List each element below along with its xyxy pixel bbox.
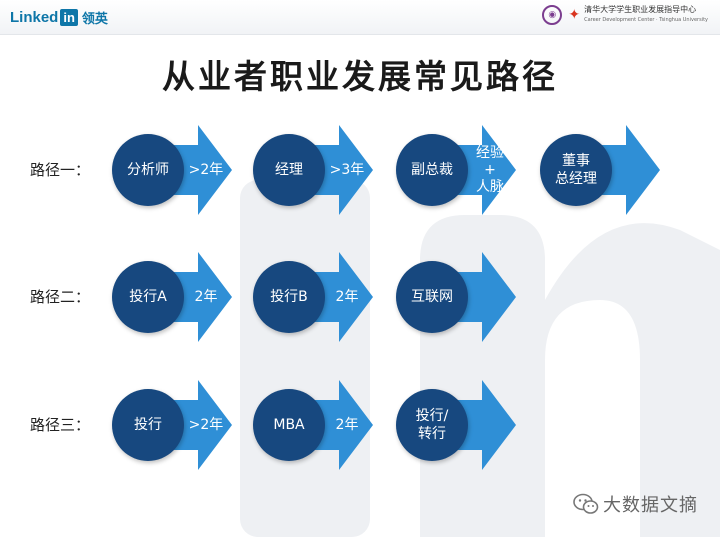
linkedin-chinese-name: 领英: [81, 11, 108, 27]
path-2-step-3: 互联网: [396, 252, 516, 342]
university-seal-icon: ◉: [542, 5, 563, 25]
path-label-3: 路径三：: [30, 416, 91, 434]
step-circle: 副总裁: [396, 134, 468, 206]
path-row-1: 分析师>2年经理>3年副总裁经验+人脉董事总经理: [0, 125, 720, 235]
step-circle: 投行/转行: [396, 389, 468, 461]
path-row-2: 投行A 2年 投行B 2年 互联网: [0, 252, 720, 362]
step-circle: 分析师: [112, 134, 184, 206]
arrow-label-line: 2年: [335, 288, 359, 305]
linkedin-logo: Linked in 领英: [10, 7, 108, 27]
arrow-label-line: 人脉: [476, 178, 504, 195]
page-title: 从业者职业发展常见路径: [162, 57, 558, 96]
path-2-step-1: 投行A 2年: [112, 252, 232, 342]
step-circle-label: 分析师: [127, 162, 169, 178]
wechat-icon: [573, 493, 599, 514]
path-2-step-2: 投行B 2年: [253, 252, 373, 342]
university-logo: ◉ ✦ 清华大学学生职业发展指导中心 Career Development Ce…: [542, 5, 708, 25]
step-circle: 投行: [112, 389, 184, 461]
linkedin-word: Linked: [10, 8, 59, 26]
step-circle: 互联网: [396, 261, 468, 333]
university-english-name: Career Development Center · Tsinghua Uni…: [584, 17, 708, 23]
top-bar: Linked in 领英 ◉ ✦ 清华大学学生职业发展指导中心 Career D…: [0, 0, 720, 35]
university-chinese-name: 清华大学学生职业发展指导中心: [584, 5, 697, 14]
arrow-label: 2年: [325, 252, 369, 342]
step-circle-label: MBA: [273, 417, 305, 433]
path-label-1: 路径一：: [30, 161, 91, 179]
step-circle-label: 互联网: [411, 289, 453, 305]
step-circle: 投行B: [253, 261, 325, 333]
step-circle-label: 投行B: [270, 289, 308, 305]
path-label-2: 路径二：: [30, 288, 91, 306]
step-circle: 董事总经理: [540, 134, 612, 206]
brand-name: 大数据文摘: [603, 495, 698, 516]
step-circle-label: 投行: [134, 417, 162, 433]
step-circle-label: 副总裁: [411, 162, 453, 178]
step-circle: 投行A: [112, 261, 184, 333]
path-1-step-2: 经理 >3年: [253, 125, 373, 215]
path-3-step-1: 投行 >2年: [112, 380, 232, 470]
arrow-label-line: >2年: [188, 161, 224, 178]
path-row-3: 投行 >2年 MBA 2年 投行/转行: [0, 380, 720, 490]
path-1-step-3: 副总裁经验+人脉: [396, 125, 516, 215]
step-circle: 经理: [253, 134, 325, 206]
path-3-step-3: 投行/转行: [396, 380, 516, 470]
bird-icon: ✦: [568, 7, 581, 23]
arrow-label-line: 经验: [476, 144, 504, 161]
arrow-label-line: +: [484, 161, 496, 178]
step-circle-label: 董事: [562, 153, 590, 169]
arrow-label-line: 2年: [335, 416, 359, 433]
arrow-label: 2年: [325, 380, 369, 470]
arrow-label: >2年: [184, 380, 228, 470]
brand-watermark: 大数据文摘: [573, 491, 698, 517]
path-3-step-2: MBA 2年: [253, 380, 373, 470]
path-1-step-1: 分析师 >2年: [112, 125, 232, 215]
step-circle-label: 经理: [275, 162, 303, 178]
step-circle: MBA: [253, 389, 325, 461]
step-circle-label: 转行: [418, 426, 446, 442]
arrow-label-line: >3年: [329, 161, 365, 178]
step-circle-label: 投行/: [415, 408, 449, 424]
linkedin-in-box: in: [60, 8, 78, 26]
arrow-label-line: >2年: [188, 416, 224, 433]
step-circle-label: 总经理: [555, 171, 597, 187]
path-1-step-4: 董事总经理: [540, 125, 660, 215]
arrow-label: >2年: [184, 125, 228, 215]
arrow-label: 2年: [184, 252, 228, 342]
arrow-label: 经验+人脉: [468, 125, 512, 215]
step-circle-label: 投行A: [129, 289, 167, 305]
arrow-label-line: 2年: [194, 288, 218, 305]
arrow-label: >3年: [325, 125, 369, 215]
